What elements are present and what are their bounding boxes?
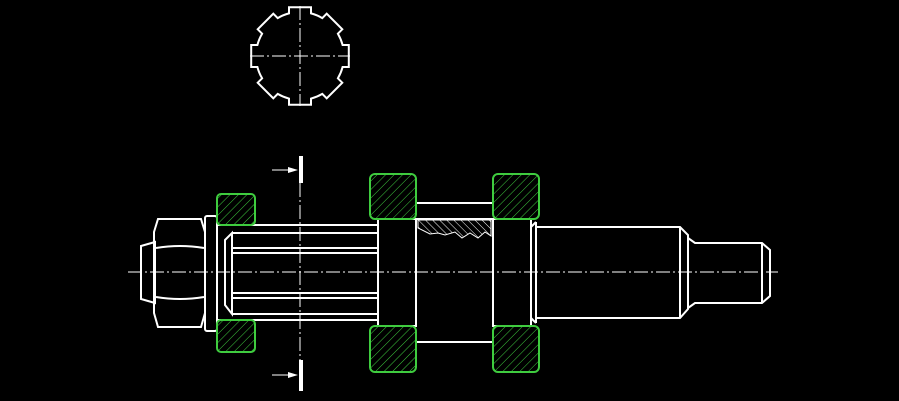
hex-nut	[140, 218, 206, 328]
spacer-sleeve	[416, 202, 493, 343]
bearing-mid-top	[369, 173, 417, 220]
bearing-mid-bottom	[369, 325, 417, 373]
output-shaft	[530, 221, 771, 324]
splined-shaft	[216, 224, 378, 321]
bearing-right-top	[492, 173, 540, 220]
section-cut-marker-bottom	[272, 360, 303, 391]
spline-profile	[250, 6, 350, 106]
bearing-sections	[216, 173, 540, 373]
section-cut-marker-top	[272, 156, 303, 183]
bearing-left-top	[216, 193, 256, 226]
bearing-left-bottom	[216, 319, 256, 353]
bearing-right-bottom	[492, 325, 540, 373]
spline-section-view	[250, 6, 350, 106]
washer	[204, 215, 218, 332]
